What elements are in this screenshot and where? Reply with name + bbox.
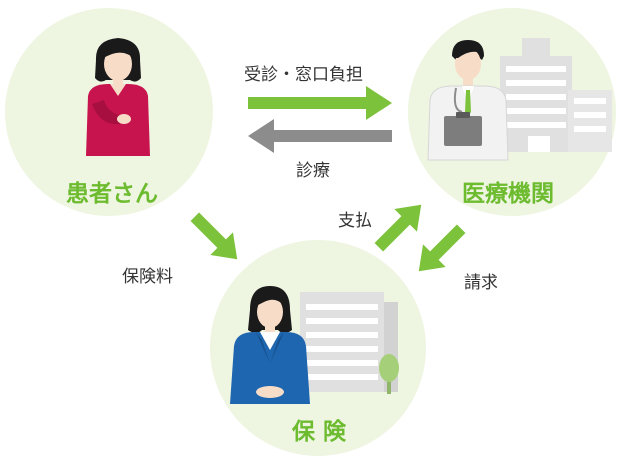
arrow-insurance-to-hospital [374, 204, 422, 252]
arrow-hospital-to-insurance [418, 224, 466, 272]
hospital-label: 医療機関 [462, 181, 554, 207]
arrow-patient-to-hospital [248, 86, 392, 120]
patient-label: 患者さん [66, 181, 158, 207]
hospital-illustration [427, 38, 612, 161]
edge-label-premium: 保険料 [122, 267, 173, 287]
arrow-hospital-to-patient [248, 119, 392, 153]
tree-icon [379, 354, 399, 382]
edge-label-consultation-payment: 受診・窓口負担 [244, 65, 363, 85]
insurance-illustration [230, 286, 399, 404]
edge-label-treatment: 診療 [296, 161, 330, 181]
edge-label-payment: 支払 [338, 211, 372, 231]
edge-label-claim: 請求 [464, 273, 498, 293]
patient-illustration [86, 38, 150, 156]
arrow-patient-to-insurance [190, 212, 238, 260]
insurance-label: 保 険 [292, 419, 347, 445]
